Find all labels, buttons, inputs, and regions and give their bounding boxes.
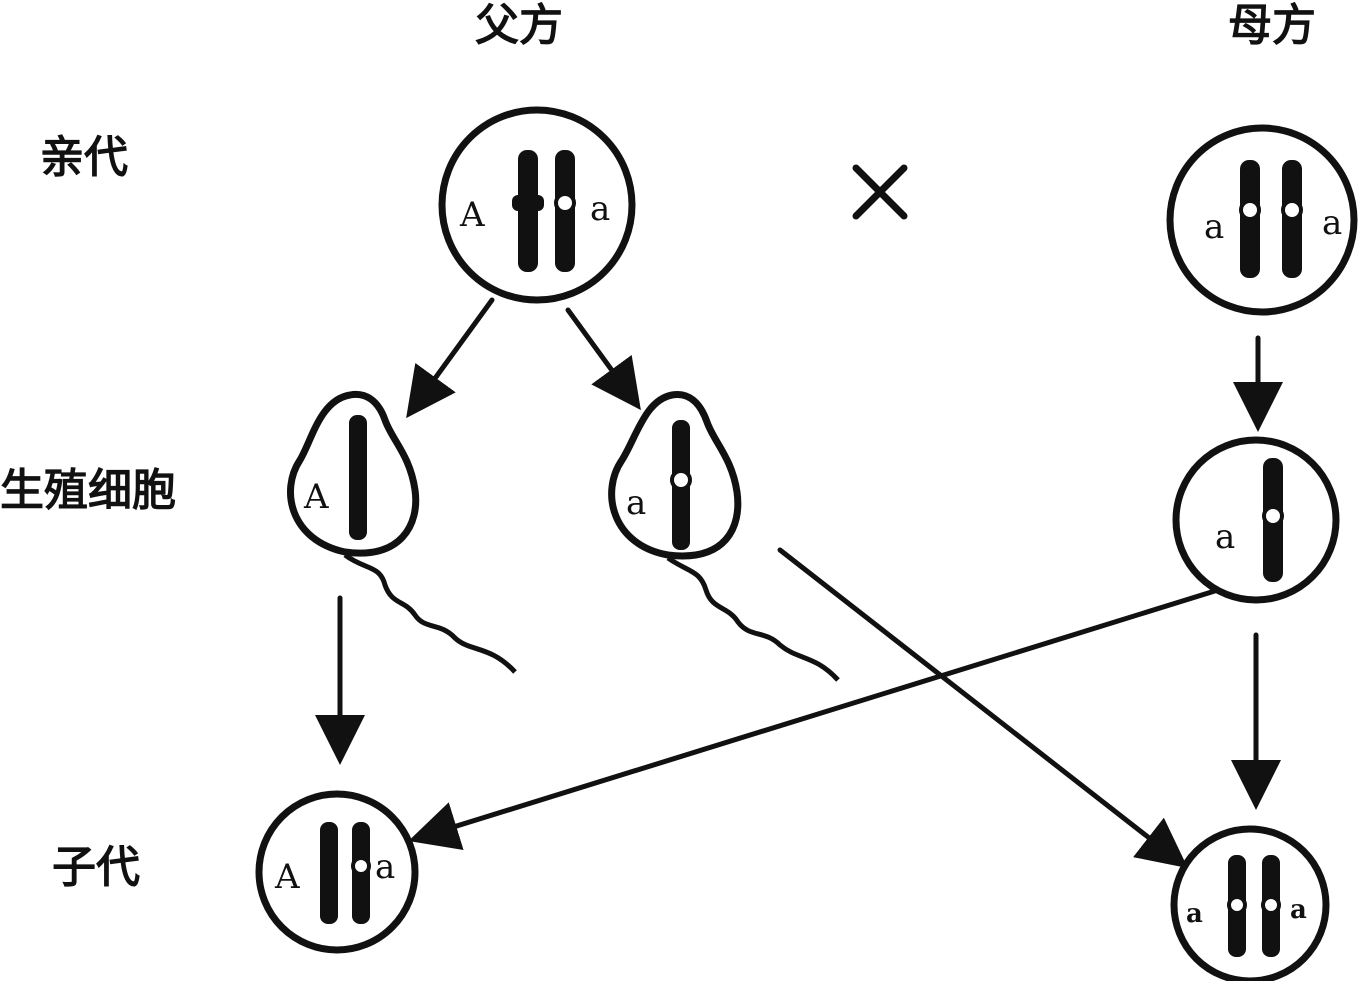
father-gene-right: a: [590, 189, 610, 229]
egg-a-gene: a: [1215, 517, 1235, 557]
arrow-father-to-sperm-A: [406, 297, 495, 419]
offspring-aa-gene-right: a: [1290, 895, 1307, 925]
mother-parent-cell: a a: [1166, 124, 1358, 316]
label-parents: 亲代: [40, 132, 128, 183]
egg-a-cell: a: [1172, 436, 1340, 604]
father-parent-cell: A a: [438, 106, 636, 304]
sperm-A-gene: A: [303, 477, 329, 517]
header-mother: 母方: [1228, 0, 1316, 51]
sperm-A-tail: [343, 552, 517, 674]
sperm-a-cell: a: [608, 390, 840, 682]
offspring-Aa-gene-right: a: [375, 847, 395, 887]
header-father: 父方: [475, 0, 563, 51]
arrow-egg-to-offspring-Aa: [408, 587, 1221, 851]
offspring-aa-gene-left: a: [1186, 899, 1203, 929]
cross-symbol: [852, 164, 908, 220]
offspring-aa-cell: a a: [1170, 825, 1330, 985]
mother-gene-right: a: [1322, 203, 1342, 243]
sperm-a-gene: a: [626, 483, 646, 523]
arrow-father-to-sperm-a: [565, 307, 641, 411]
arrow-sperm-a-to-offspring: [777, 547, 1188, 869]
sperm-A-cell: A: [287, 390, 517, 674]
label-gametes: 生殖细胞: [0, 465, 176, 516]
offspring-Aa-gene-left: A: [274, 857, 300, 897]
father-gene-left: A: [459, 195, 485, 235]
sperm-a-tail: [666, 555, 840, 682]
label-offspring: 子代: [52, 842, 140, 893]
mother-gene-left: a: [1204, 207, 1224, 247]
offspring-Aa-cell: A a: [255, 790, 419, 954]
